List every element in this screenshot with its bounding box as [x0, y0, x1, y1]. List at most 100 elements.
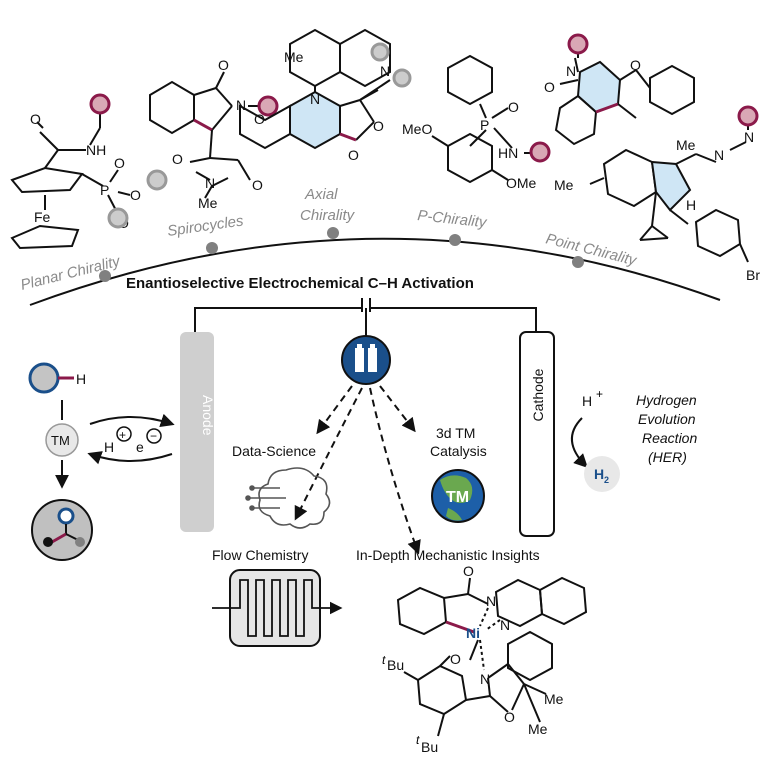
her-line4: (HER) — [648, 449, 687, 465]
atom-me: Me — [528, 721, 548, 737]
cycle-arrow-top — [89, 413, 175, 428]
atom-tbu: Bu — [387, 657, 404, 673]
atom-n: N — [744, 129, 754, 145]
dashed-arrows — [294, 385, 421, 555]
atom-o: O — [544, 79, 555, 95]
atom-o: O — [630, 57, 641, 73]
label-h2: H — [594, 466, 604, 482]
atom-tbu-t: t — [416, 733, 420, 747]
atom-me: Me — [554, 177, 574, 193]
atom-n: N — [714, 147, 724, 163]
atom-me: Me — [544, 691, 564, 707]
atom-o: O — [218, 57, 229, 73]
atom-fe: Fe — [34, 209, 51, 225]
atom-n: N — [380, 63, 390, 79]
h2-bubble — [584, 456, 620, 492]
substituent-circle — [89, 93, 111, 115]
substituent-circle — [107, 207, 129, 229]
atom-n: N — [480, 671, 490, 687]
chirality-arc — [29, 237, 721, 306]
atom-ome: OMe — [506, 175, 537, 191]
atom-n: N — [236, 97, 246, 113]
atom-h: H — [686, 197, 696, 213]
label-flow: Flow Chemistry — [212, 547, 308, 563]
cycle-hplus: H — [104, 439, 114, 455]
battery-icon — [341, 335, 391, 385]
arc-label-point: Point Chirality — [544, 230, 639, 269]
atom-o: O — [114, 155, 125, 171]
circuit-wire — [194, 298, 537, 338]
arc-label-spiro: Spirocycles — [166, 212, 245, 240]
atom-me: Me — [284, 49, 304, 65]
atom-o: O — [508, 99, 519, 115]
anode-label: Anode — [200, 395, 216, 436]
atom-o: O — [504, 709, 515, 725]
label-hplus: H — [582, 393, 592, 409]
atom-meo: MeO — [402, 121, 432, 137]
p-chiral-structure — [431, 54, 513, 184]
label-data-science: Data-Science — [232, 443, 316, 459]
atom-tbu-t: t — [382, 653, 386, 667]
her-line3: Reaction — [642, 430, 697, 446]
substituent-circle — [567, 33, 589, 55]
bridged-structure — [554, 57, 695, 146]
atom-o: O — [373, 118, 384, 134]
atom-o: O — [252, 177, 263, 193]
svg-text:−: − — [150, 429, 157, 443]
atom-o: O — [348, 147, 359, 163]
globe-tm-label: TM — [446, 489, 469, 506]
atom-br: Br — [746, 267, 760, 283]
atom-o: O — [30, 111, 41, 127]
ni-complex-structure — [396, 576, 588, 737]
substituent-circle — [370, 42, 390, 62]
atom-o: O — [450, 651, 461, 667]
atom-p: P — [100, 182, 109, 198]
atom-p: P — [480, 117, 489, 133]
spirocycle-structure — [149, 71, 251, 199]
label-tm-2: Catalysis — [430, 443, 487, 459]
substituent-circle — [737, 105, 759, 127]
arc-node — [327, 227, 339, 239]
scheme-title: Enantioselective Electrochemical C–H Act… — [126, 275, 474, 292]
anode-electrode — [180, 332, 214, 532]
cycle-tm: TM — [51, 433, 70, 448]
atom-n: N — [205, 175, 215, 191]
label-h2-sub: 2 — [604, 475, 609, 485]
cathode-label: Cathode — [530, 368, 546, 421]
atom-n: N — [500, 617, 510, 633]
substrate-circle — [28, 362, 60, 394]
atom-o: O — [130, 187, 141, 203]
cycle-h: H — [76, 371, 86, 387]
arc-label-p: P-Chirality — [417, 207, 489, 231]
arc-node — [206, 242, 218, 254]
cycle-arrow-bottom — [87, 451, 173, 465]
atom-tbu: Bu — [421, 739, 438, 755]
substituent-circle — [146, 169, 168, 191]
atom-nh: NH — [86, 142, 106, 158]
atom-n: N — [310, 91, 320, 107]
atom-n: N — [486, 593, 496, 609]
ferrocene-structure — [10, 121, 131, 250]
substituent-circle — [257, 95, 279, 117]
arc-node — [449, 234, 461, 246]
point-chiral-structure — [589, 141, 749, 263]
flow-reactor-icon — [212, 569, 343, 647]
atom-me: Me — [198, 195, 218, 211]
axial-structure — [239, 28, 391, 150]
globe-icon: TM — [431, 469, 485, 523]
arc-label-axial-1: Axial — [304, 186, 338, 203]
her-arrow — [571, 417, 588, 468]
label-hplus-sup: + — [596, 387, 603, 401]
cycle-e: e — [136, 439, 144, 455]
her-line2: Evolution — [638, 411, 696, 427]
atom-o: O — [463, 563, 474, 579]
atom-n: N — [566, 63, 576, 79]
brain-circuit-icon — [245, 467, 331, 529]
cathode-electrode — [519, 331, 555, 537]
label-mechanistic: In-Depth Mechanistic Insights — [356, 547, 540, 563]
substituent-circle — [529, 141, 551, 163]
her-line1: Hydrogen — [636, 392, 697, 408]
atom-ni: Ni — [466, 625, 480, 641]
substituent-circle — [392, 68, 412, 88]
